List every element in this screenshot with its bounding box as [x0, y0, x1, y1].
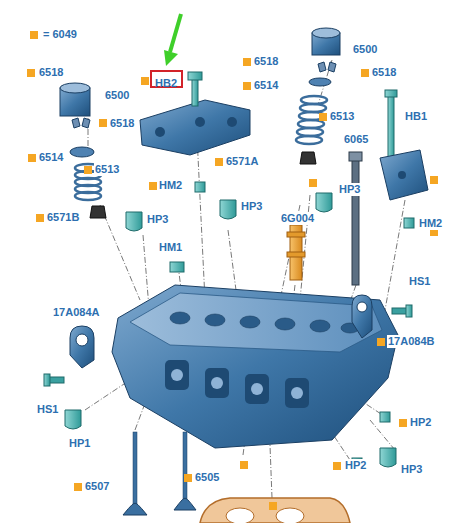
callout-number: HM2 — [158, 179, 183, 192]
callout-number: 6G004 — [280, 212, 315, 225]
callout-number: HP2 — [409, 416, 432, 429]
callout-number: HB2 — [155, 77, 177, 89]
callout-number: 6518 — [38, 66, 64, 79]
callout-number: = 6049 — [42, 28, 78, 41]
callout-number: 6507 — [84, 480, 110, 493]
callout-number: HP3 — [146, 213, 169, 226]
callout-number: HS1 — [36, 403, 59, 416]
callout-number: 6518 — [253, 55, 279, 68]
callout-number: 17A084A — [52, 306, 100, 319]
callout-number: HP2 — [344, 459, 367, 472]
callout-number: 6518 — [109, 117, 135, 130]
callout-number: HP1 — [68, 437, 91, 450]
callout-number: HP3 — [400, 463, 423, 476]
callout-number: 6513 — [329, 110, 355, 123]
callout-number: HS1 — [408, 275, 431, 288]
callout-number: 6513 — [94, 163, 120, 176]
callout-number: 6571A — [225, 155, 259, 168]
callout-number: 6500 — [352, 43, 378, 56]
callout-number: 6518 — [371, 66, 397, 79]
callout-number: 6500 — [104, 89, 130, 102]
callout-number: 6065 — [343, 133, 369, 146]
callout-number: 6571B — [46, 211, 80, 224]
callout-number: 6505 — [194, 471, 220, 484]
callout-number: 6514 — [38, 151, 64, 164]
callout-number: 6514 — [253, 79, 279, 92]
callout-number: HP3 — [338, 183, 361, 196]
callout-number: HM1 — [158, 241, 183, 254]
callout-number: HB1 — [404, 110, 428, 123]
callout-number: HM2 — [418, 217, 443, 230]
callout-number: HP3 — [240, 200, 263, 213]
highlight-box: HB2 — [150, 70, 183, 88]
callout-number: 17A084B — [387, 335, 435, 348]
